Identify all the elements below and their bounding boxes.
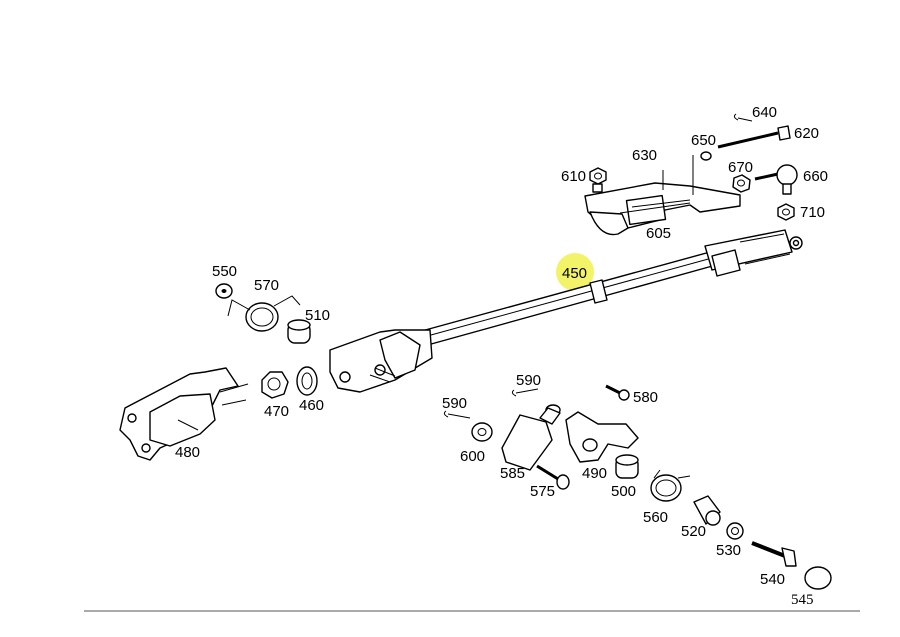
nut-470 [261, 371, 289, 399]
washer-600 [471, 422, 493, 442]
washer-530 [726, 522, 744, 540]
washer-550 [215, 283, 233, 299]
label-450: 450 [562, 265, 587, 282]
washer-460 [296, 366, 318, 396]
label-530: 530 [716, 542, 741, 559]
nut-670 [732, 174, 751, 193]
label-480: 480 [175, 444, 200, 461]
label-670: 670 [728, 159, 753, 176]
cotter-pin-590-right [511, 388, 539, 397]
bolt-540 [751, 541, 797, 567]
cotter-pin-640 [733, 113, 753, 122]
label-560: 560 [643, 509, 668, 526]
label-640: 640 [752, 104, 777, 121]
part-450-highlight [556, 253, 594, 291]
clevis-585 [501, 404, 561, 471]
nut-710 [777, 203, 795, 221]
label-620: 620 [794, 125, 819, 142]
pin-580 [605, 384, 630, 401]
label-575: 575 [530, 483, 555, 500]
label-585: 585 [500, 465, 525, 482]
label-510: 510 [305, 307, 330, 324]
label-630: 630 [632, 147, 657, 164]
bracket-480 [119, 367, 249, 461]
label-710: 710 [800, 204, 825, 221]
label-550: 550 [212, 263, 237, 280]
label-570: 570 [254, 277, 279, 294]
pin-575 [536, 464, 570, 490]
lever-490 [565, 411, 639, 463]
label-500: 500 [611, 483, 636, 500]
label-545: 545 [791, 592, 814, 608]
label-650: 650 [691, 132, 716, 149]
label-605: 605 [646, 225, 671, 242]
cotter-pin-590-left [443, 410, 471, 419]
shaft-450 [329, 229, 803, 393]
washer-650 [700, 151, 712, 161]
cap-545 [804, 566, 832, 590]
spring-570 [227, 295, 301, 332]
bushing-520 [693, 495, 721, 526]
label-460: 460 [299, 397, 324, 414]
label-600: 600 [460, 448, 485, 465]
label-540: 540 [760, 571, 785, 588]
nut-610 [589, 167, 607, 193]
label-590-right: 590 [516, 372, 541, 389]
bracket-605 [584, 182, 741, 236]
label-520: 520 [681, 523, 706, 540]
ball-joint-660 [754, 164, 798, 195]
label-470: 470 [264, 403, 289, 420]
bolt-620 [717, 125, 791, 149]
label-610: 610 [561, 168, 586, 185]
bushing-510 [287, 319, 311, 344]
label-490: 490 [582, 465, 607, 482]
label-580: 580 [633, 389, 658, 406]
bushing-500 [615, 454, 639, 479]
label-590-left: 590 [442, 395, 467, 412]
label-660: 660 [803, 168, 828, 185]
spring-560 [650, 469, 691, 502]
